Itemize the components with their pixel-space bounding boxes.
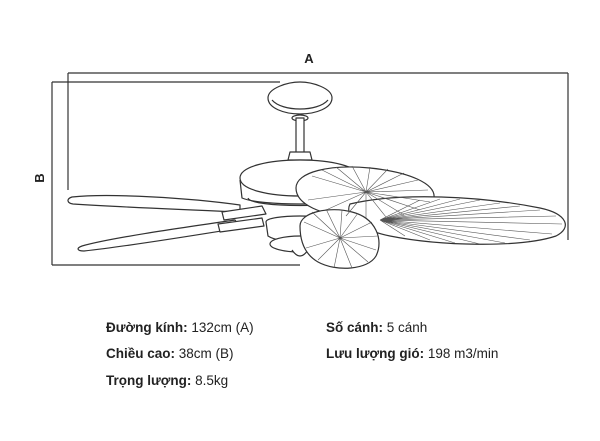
spec-diameter-value: 132cm (A): [191, 320, 254, 335]
fan-blade-bracket-left-lower: [217, 217, 265, 233]
dimension-a-label: A: [304, 51, 314, 66]
spec-height-label: Chiều cao:: [106, 346, 176, 361]
spec-weight: Trọng lượng: 8.5kg: [106, 373, 228, 388]
spec-blades-label: Số cánh:: [326, 320, 384, 335]
fan-blade-bracket-left: [221, 205, 267, 221]
spec-height: Chiều cao: 38cm (B): [106, 346, 234, 361]
spec-height-value: 38cm (B): [178, 346, 234, 361]
spec-airflow-label: Lưu lượng gió:: [326, 346, 425, 361]
fan-blade-left-upper: [67, 194, 241, 213]
fan-downrod-coupler: [287, 151, 313, 161]
ceiling-fan-illustration: [67, 81, 566, 269]
spec-airflow-value: 198 m3/min: [427, 346, 499, 361]
spec-weight-label: Trọng lượng:: [106, 373, 192, 388]
dimension-b-label: B: [32, 173, 47, 182]
spec-blades: Số cánh: 5 cánh: [326, 320, 427, 335]
fan-blade-center-lower: [299, 209, 380, 269]
spec-diameter-label: Đường kính:: [106, 320, 188, 335]
spec-airflow: Lưu lượng gió: 198 m3/min: [326, 346, 498, 361]
fan-blade-left-lower: [77, 219, 241, 252]
spec-diameter: Đường kính: 132cm (A): [106, 320, 254, 335]
spec-blades-value: 5 cánh: [386, 320, 428, 335]
fan-canopy: [267, 81, 333, 115]
spec-weight-value: 8.5kg: [195, 373, 229, 388]
fan-canopy-lower: [271, 99, 329, 110]
ceiling-fan-diagram: A B: [32, 51, 569, 269]
